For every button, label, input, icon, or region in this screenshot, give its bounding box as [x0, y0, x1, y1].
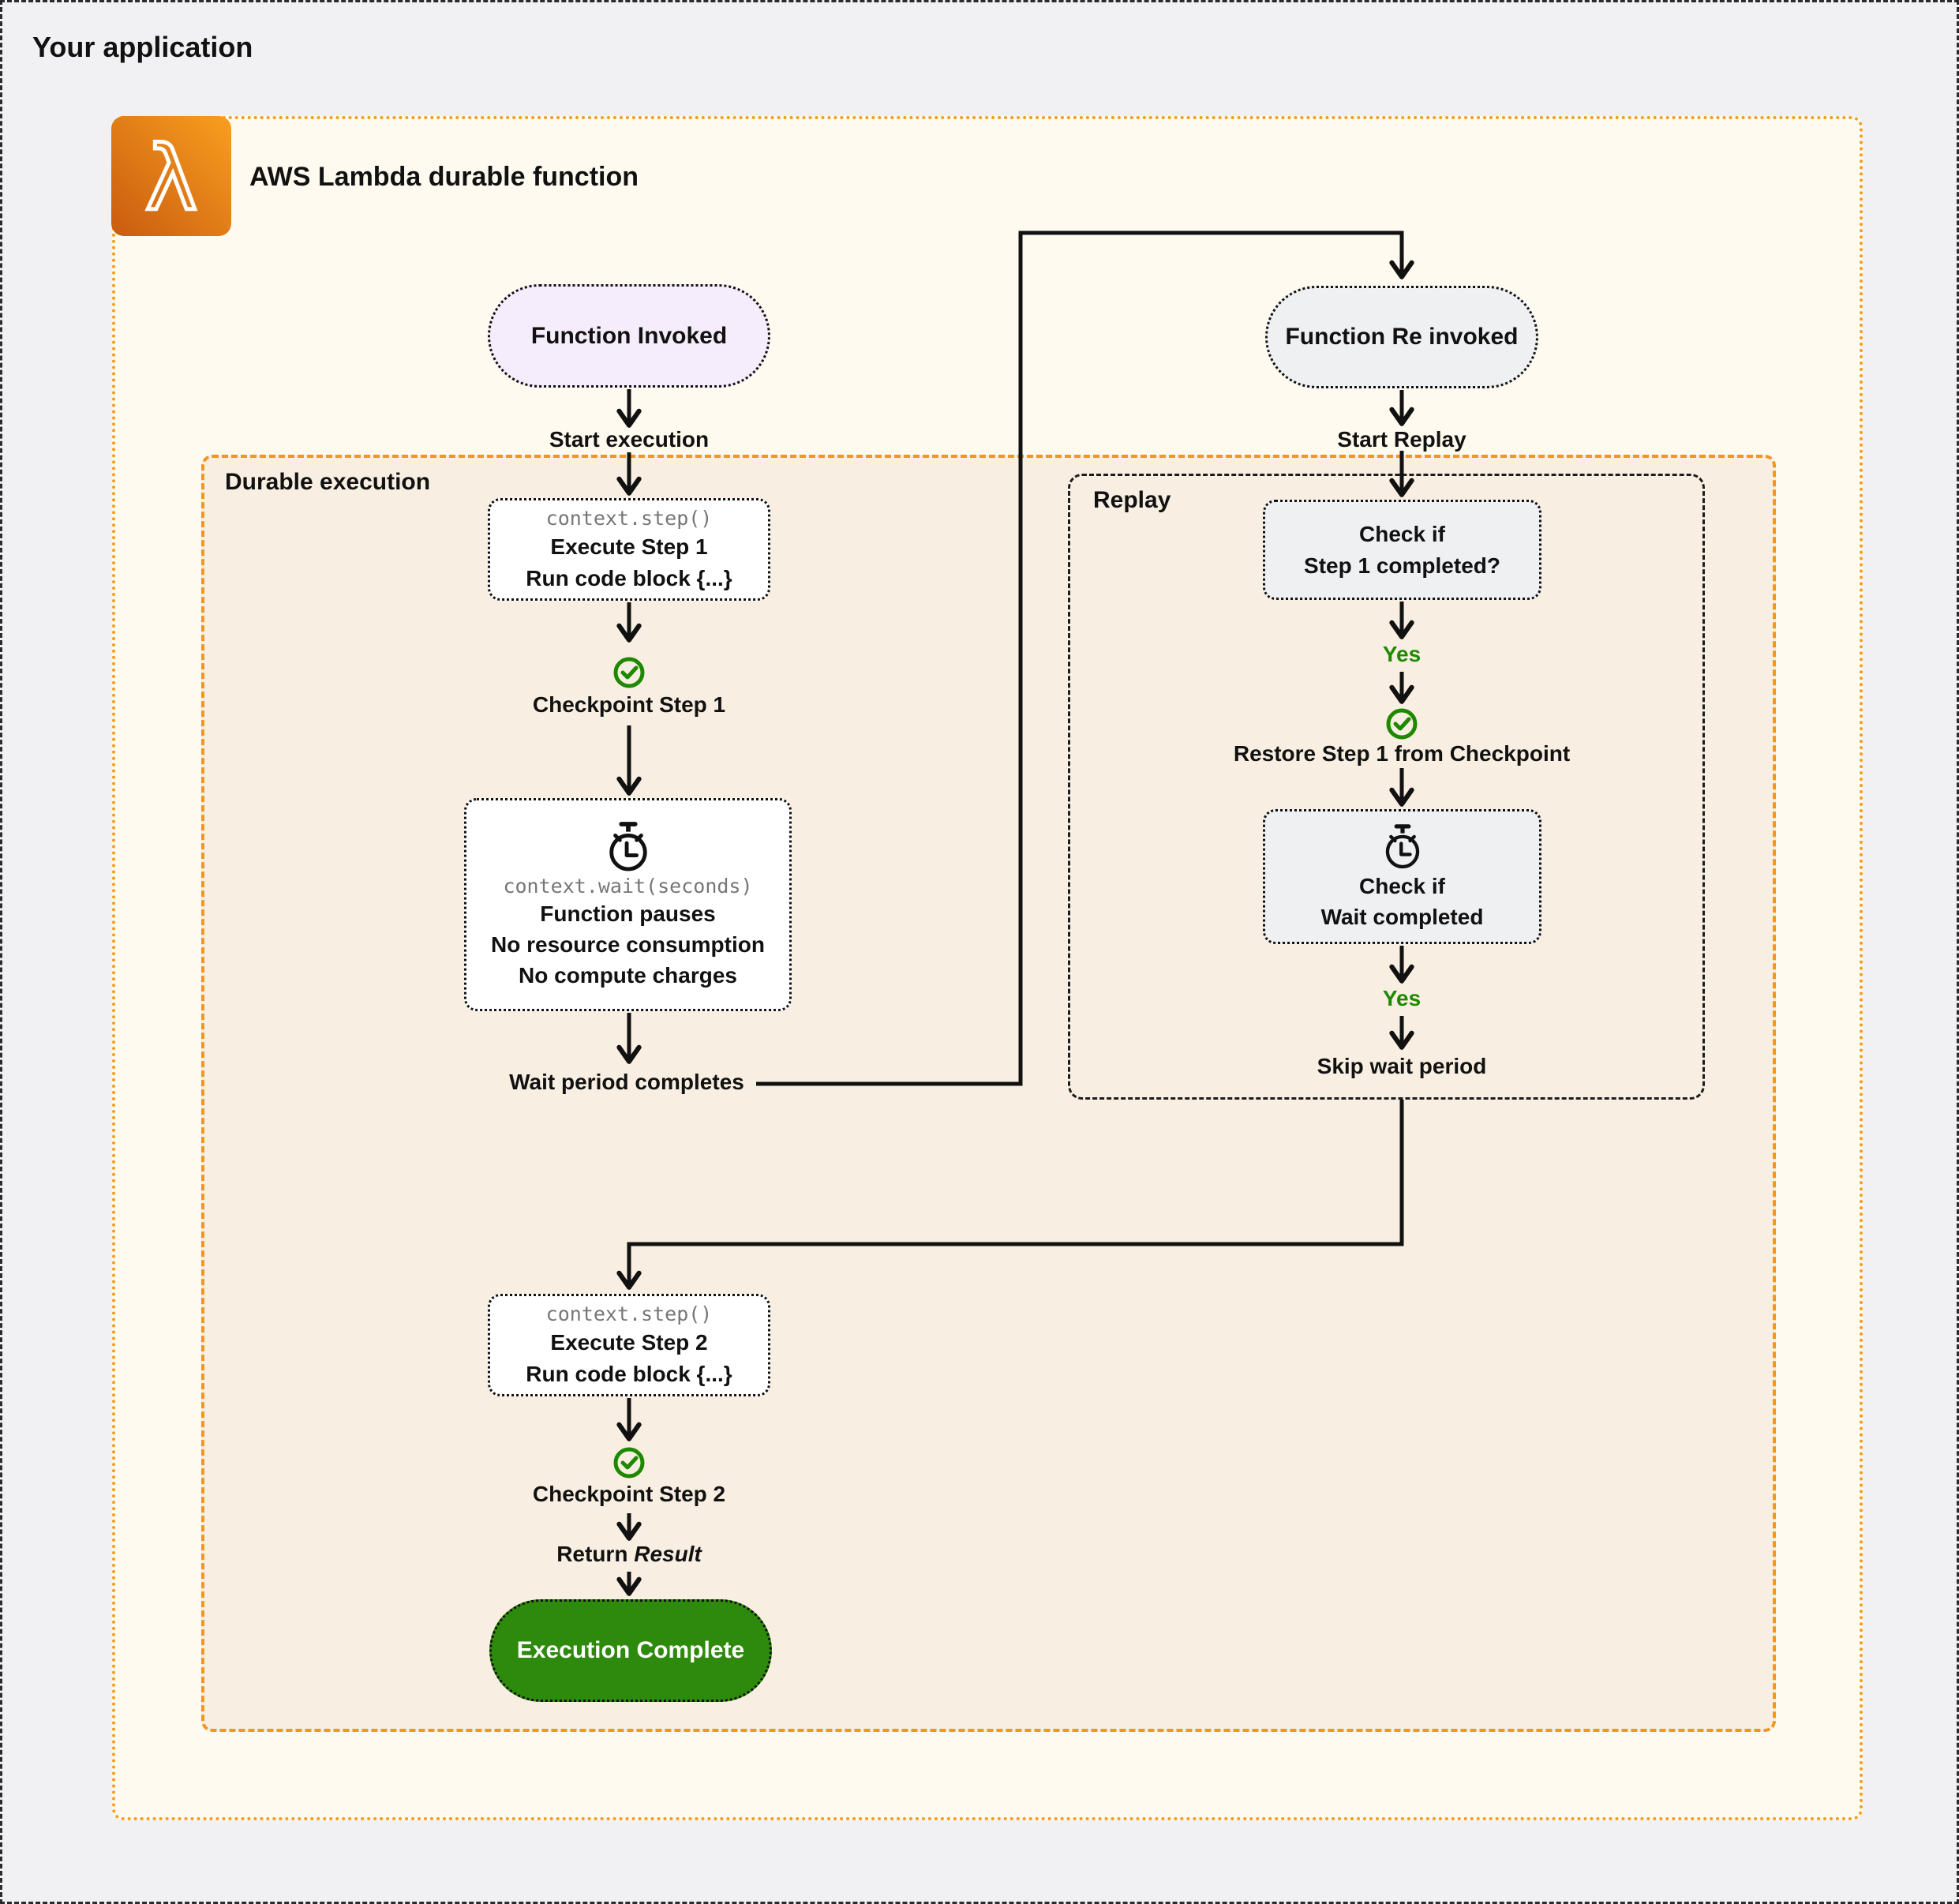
- label-yes-wait: Yes: [1382, 986, 1421, 1010]
- step2-line1: Execute Step 2: [550, 1329, 708, 1355]
- return-value: Result: [634, 1542, 702, 1566]
- node-check-step1-completed: Check if Step 1 completed?: [1263, 500, 1541, 600]
- step2-code-text: context.step(): [545, 1302, 713, 1325]
- check-step1-line2: Step 1 completed?: [1304, 553, 1500, 578]
- node-context-wait: context.wait(seconds) Function pauses No…: [464, 798, 792, 1011]
- stopwatch-icon: [609, 821, 647, 871]
- label-checkpoint-step1: Checkpoint Step 1: [532, 692, 726, 717]
- wait-line1: Function pauses: [540, 901, 716, 926]
- wait-line2: No resource consumption: [491, 931, 765, 957]
- label-restore-step1: Restore Step 1 from Checkpoint: [1233, 741, 1571, 766]
- lambda-glyph: λ: [143, 126, 199, 233]
- step1-line1: Execute Step 1: [550, 534, 708, 559]
- check-wait-line1: Check if: [1359, 873, 1445, 898]
- restore-checkpoint-icon: [1386, 708, 1418, 740]
- diagram-title: AWS Lambda durable function: [249, 162, 639, 192]
- node-execution-complete-label: Execution Complete: [516, 1637, 745, 1663]
- label-yes-step1: Yes: [1382, 642, 1421, 666]
- durable-execution-label: Durable execution: [225, 469, 431, 495]
- label-return-result: Return Result: [556, 1542, 702, 1567]
- aws-lambda-icon: λ: [111, 116, 231, 236]
- label-skip-wait-period: Skip wait period: [1317, 1054, 1487, 1078]
- wait-code-text: context.wait(seconds): [503, 874, 753, 898]
- wait-line3: No compute charges: [519, 962, 737, 988]
- node-function-invoked: Function Invoked: [488, 284, 770, 388]
- label-start-replay: Start Replay: [1337, 427, 1466, 452]
- page-title: Your application: [32, 31, 253, 63]
- checkpoint-step1-icon: [613, 657, 645, 688]
- label-wait-period-completes: Wait period completes: [509, 1070, 744, 1094]
- return-keyword: Return: [556, 1542, 628, 1566]
- node-function-invoked-label: Function Invoked: [530, 322, 728, 349]
- checkpoint-step2-icon: [613, 1447, 645, 1479]
- node-execute-step1: context.step() Execute Step 1 Run code b…: [488, 498, 770, 601]
- label-checkpoint-step2: Checkpoint Step 2: [532, 1482, 726, 1506]
- replay-label: Replay: [1093, 487, 1171, 513]
- node-check-wait-completed: Check if Wait completed: [1263, 809, 1541, 944]
- node-function-reinvoked-label: Function Re invoked: [1285, 324, 1519, 350]
- step2-line2: Run code block {...}: [526, 1361, 732, 1386]
- node-execute-step2: context.step() Execute Step 2 Run code b…: [488, 1294, 770, 1396]
- step1-code-text: context.step(): [545, 506, 713, 530]
- label-start-execution: Start execution: [549, 427, 710, 452]
- node-function-reinvoked: Function Re invoked: [1265, 286, 1538, 388]
- svg-text:λ: λ: [145, 128, 197, 231]
- check-wait-line2: Wait completed: [1320, 904, 1484, 929]
- step1-line2: Run code block {...}: [526, 565, 732, 590]
- stopwatch-icon: [1385, 823, 1419, 868]
- check-step1-line1: Check if: [1359, 521, 1445, 546]
- node-execution-complete: Execution Complete: [489, 1599, 772, 1702]
